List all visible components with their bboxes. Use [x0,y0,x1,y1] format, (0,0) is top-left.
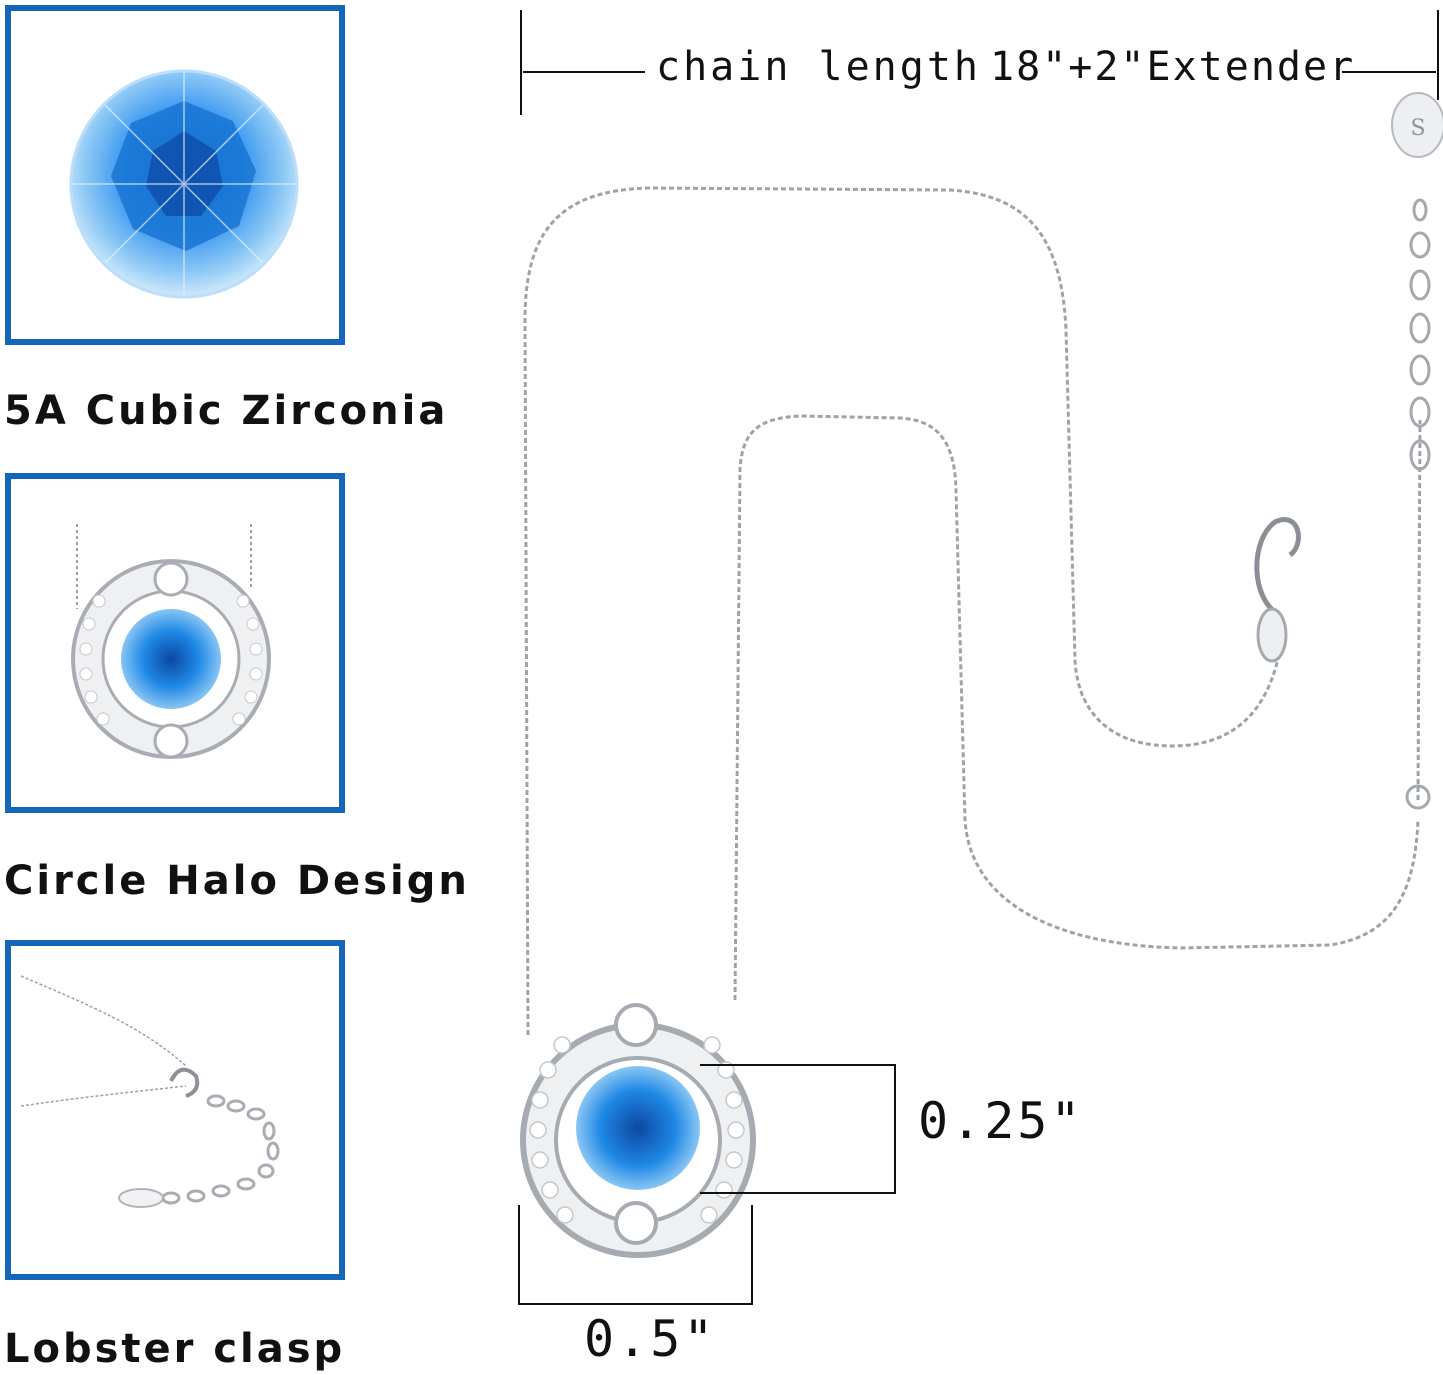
pendant-width-label: 0.5" [584,1310,717,1368]
feature-caption-zirconia: 5A Cubic Zirconia [4,388,449,434]
feature-caption-halo: Circle Halo Design [4,858,470,904]
pendant-closeup-image [71,524,271,759]
svg-text:S: S [1410,116,1425,141]
pendant-height-label: 0.25" [918,1092,1084,1150]
gemstone-closeup-image [69,69,299,299]
gemstone-panel [5,5,345,345]
extender-chain [1405,198,1431,810]
clasp-closeup-image [20,975,280,1208]
pendant [520,1003,756,1258]
chain-length-dimension [520,10,1439,115]
chain-length-value: 18"+2"Extender [990,44,1356,90]
lobster-clasp [1254,517,1301,663]
extender-tag [1391,92,1443,158]
clasp-panel [5,940,345,1280]
feature-caption-clasp: Lobster clasp [4,1326,346,1372]
pendant-width-bracket [518,1205,753,1305]
pendant-panel [5,473,345,813]
necklace-chain [523,186,1422,1036]
pendant-height-bracket [700,1064,896,1194]
chain-length-label: chain length [656,44,981,90]
